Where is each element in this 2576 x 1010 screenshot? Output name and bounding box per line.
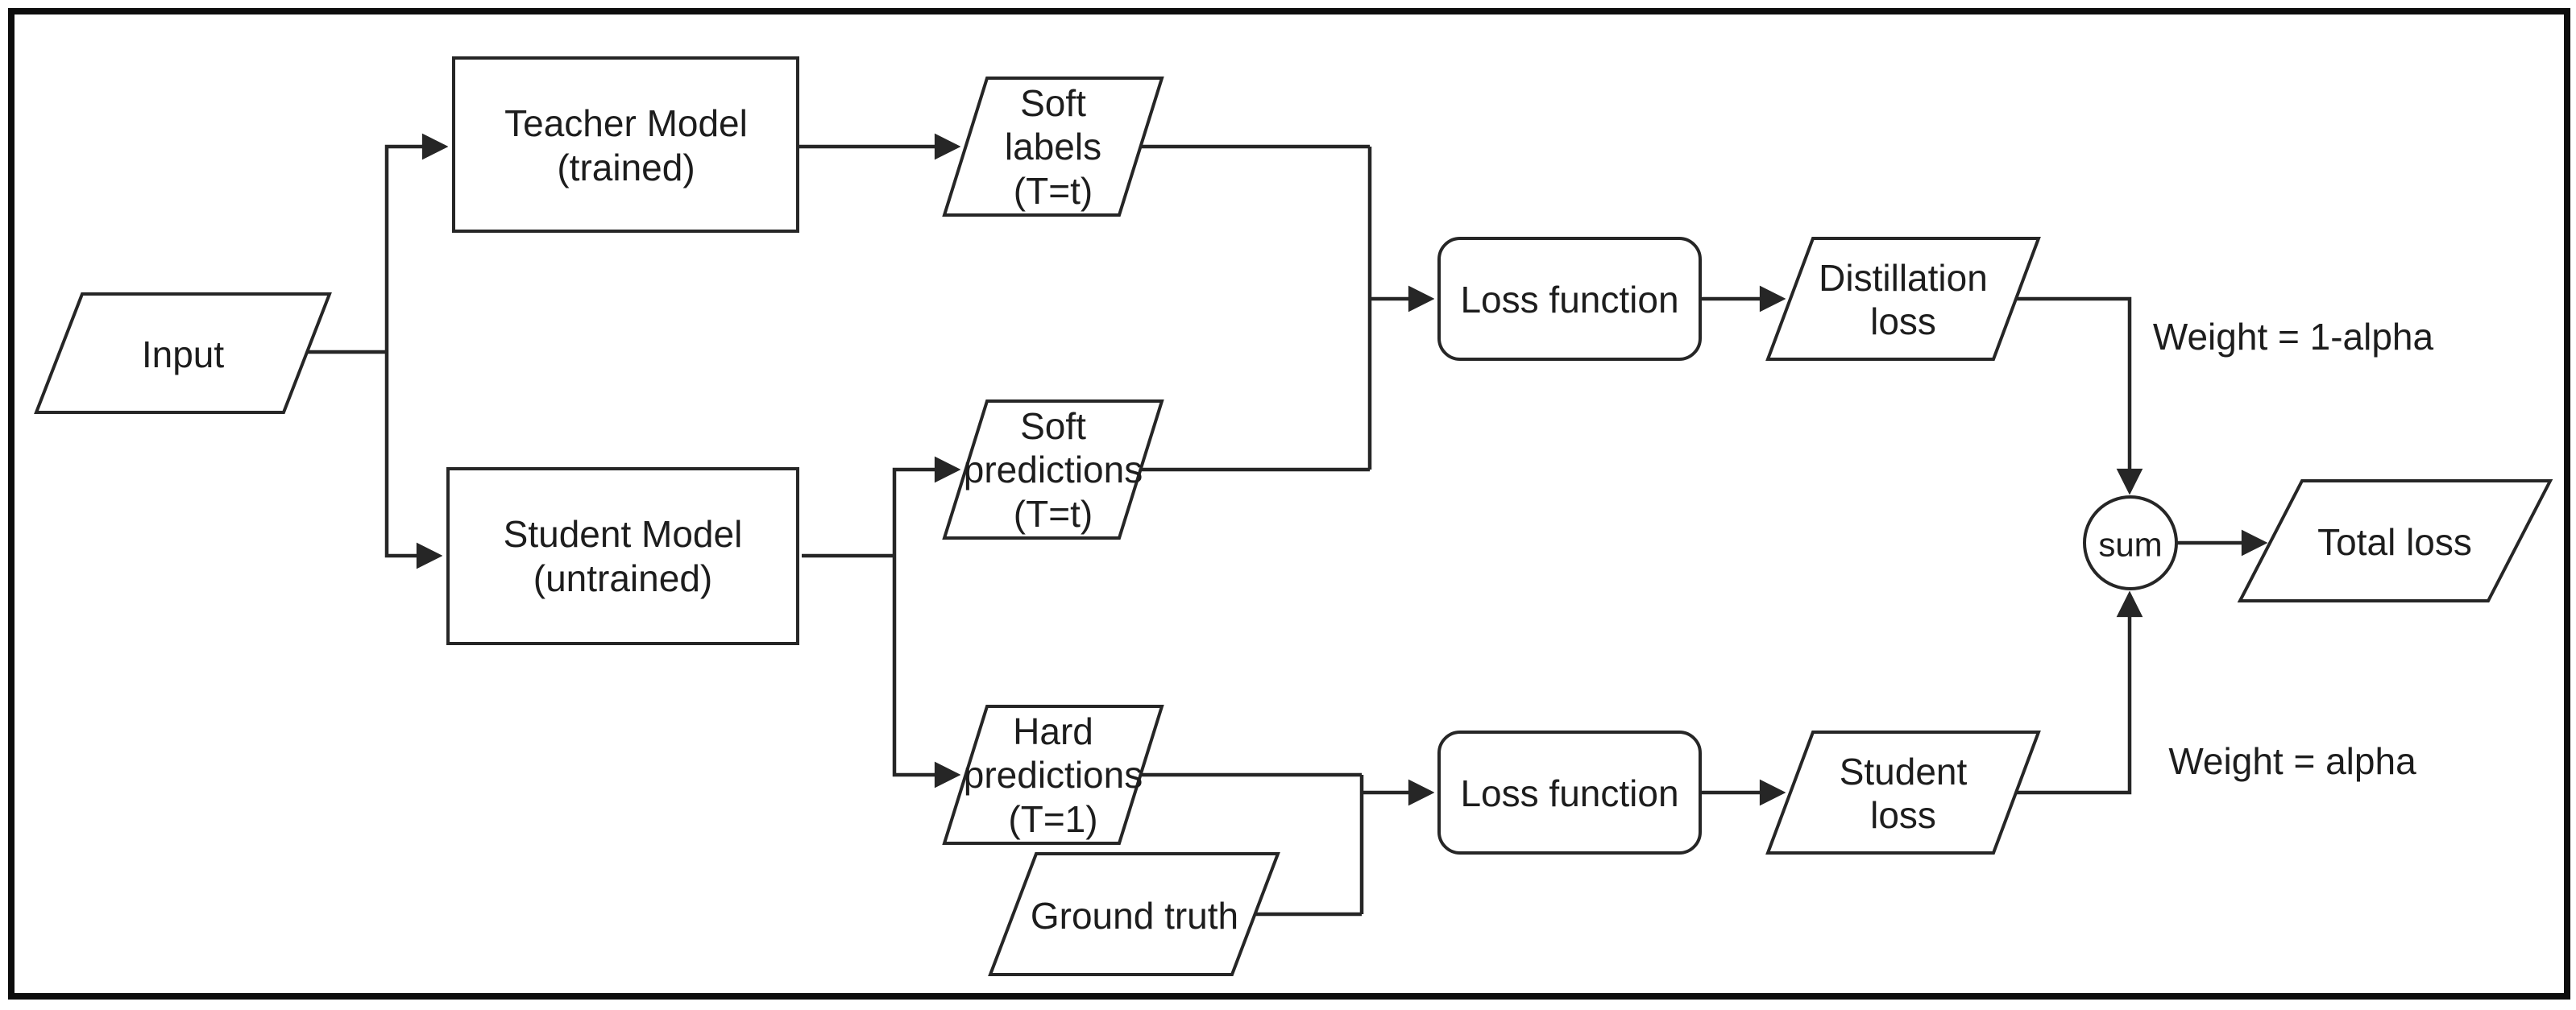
soft-predictions-label-line3: (T=t): [1014, 493, 1093, 535]
student-model-label-line1: Student Model: [504, 513, 743, 555]
sum-circle: [2083, 495, 2178, 590]
hard-predictions-label-line2: predictions: [964, 754, 1143, 796]
node-student-model: Student Model (untrained): [446, 467, 799, 645]
node-teacher-model: Teacher Model (trained): [452, 56, 799, 233]
hard-predictions-label-line1: Hard: [1013, 710, 1093, 752]
node-distillation-loss: Distillation loss: [1765, 237, 2041, 361]
diagram-border: [8, 8, 2570, 1000]
distillation-loss-label-line1: Distillation: [1819, 257, 1988, 299]
node-total-loss: Total loss: [2237, 479, 2553, 602]
sum-label: sum: [2098, 526, 2162, 564]
student-loss-label-line1: Student: [1840, 751, 1968, 793]
edge-branch-to-teacher: [384, 147, 445, 352]
loss-function-bottom-label: Loss function: [1460, 772, 1678, 814]
node-input: Input: [34, 292, 332, 414]
total-loss-label: Total loss: [2317, 521, 2472, 563]
distillation-loss-label-line2: loss: [1870, 300, 1936, 342]
node-soft-labels: Soft labels (T=t): [942, 77, 1164, 217]
input-label: Input: [142, 333, 225, 375]
teacher-model-label-line2: (trained): [557, 147, 695, 188]
student-model-label-line2: (untrained): [533, 557, 712, 599]
input-parallelogram: [34, 292, 332, 414]
node-student-loss: Student loss: [1765, 731, 2041, 855]
edge-student-loss-to-sum: [2016, 594, 2130, 795]
edge-student-to-hard-predictions: [892, 556, 957, 775]
distillation-loss-parallelogram: [1765, 237, 2041, 361]
node-sum: sum: [2083, 495, 2178, 590]
student-loss-parallelogram: [1765, 731, 2041, 855]
hard-predictions-parallelogram: [942, 705, 1164, 845]
edges: [306, 147, 2264, 917]
loss-function-top-rounded-rect: [1437, 237, 1702, 361]
node-ground-truth: Ground truth: [988, 852, 1280, 976]
teacher-model-rect: [452, 56, 799, 233]
soft-labels-label-line1: Soft: [1020, 82, 1086, 124]
node-loss-function-top: Loss function: [1437, 237, 1702, 361]
soft-labels-parallelogram: [942, 77, 1164, 217]
edge-branch-to-student: [384, 352, 439, 556]
loss-function-bottom-rounded-rect: [1437, 731, 1702, 855]
node-hard-predictions: Hard predictions (T=1): [942, 705, 1164, 845]
node-soft-predictions: Soft predictions (T=t): [942, 399, 1164, 540]
loss-function-top-label: Loss function: [1460, 279, 1678, 321]
node-loss-function-bottom: Loss function: [1437, 731, 1702, 855]
edge-distillation-loss-to-sum: [2016, 296, 2130, 491]
teacher-model-label-line1: Teacher Model: [504, 102, 748, 144]
hard-predictions-label-line3: (T=1): [1008, 798, 1097, 840]
edge-student-to-soft-predictions: [892, 470, 957, 556]
soft-predictions-parallelogram: [942, 399, 1164, 540]
soft-labels-label-line3: (T=t): [1014, 170, 1093, 212]
soft-labels-label-line2: labels: [1005, 126, 1101, 168]
weight-student-annotation: Weight = alpha: [2168, 740, 2416, 782]
student-model-rect: [446, 467, 799, 645]
soft-predictions-label-line2: predictions: [964, 449, 1143, 491]
ground-truth-parallelogram: [988, 852, 1280, 976]
ground-truth-label: Ground truth: [1031, 895, 1238, 937]
soft-predictions-label-line1: Soft: [1020, 405, 1086, 447]
weight-distillation-annotation: Weight = 1-alpha: [2153, 316, 2434, 358]
total-loss-parallelogram: [2237, 479, 2553, 602]
student-loss-label-line2: loss: [1870, 794, 1936, 836]
